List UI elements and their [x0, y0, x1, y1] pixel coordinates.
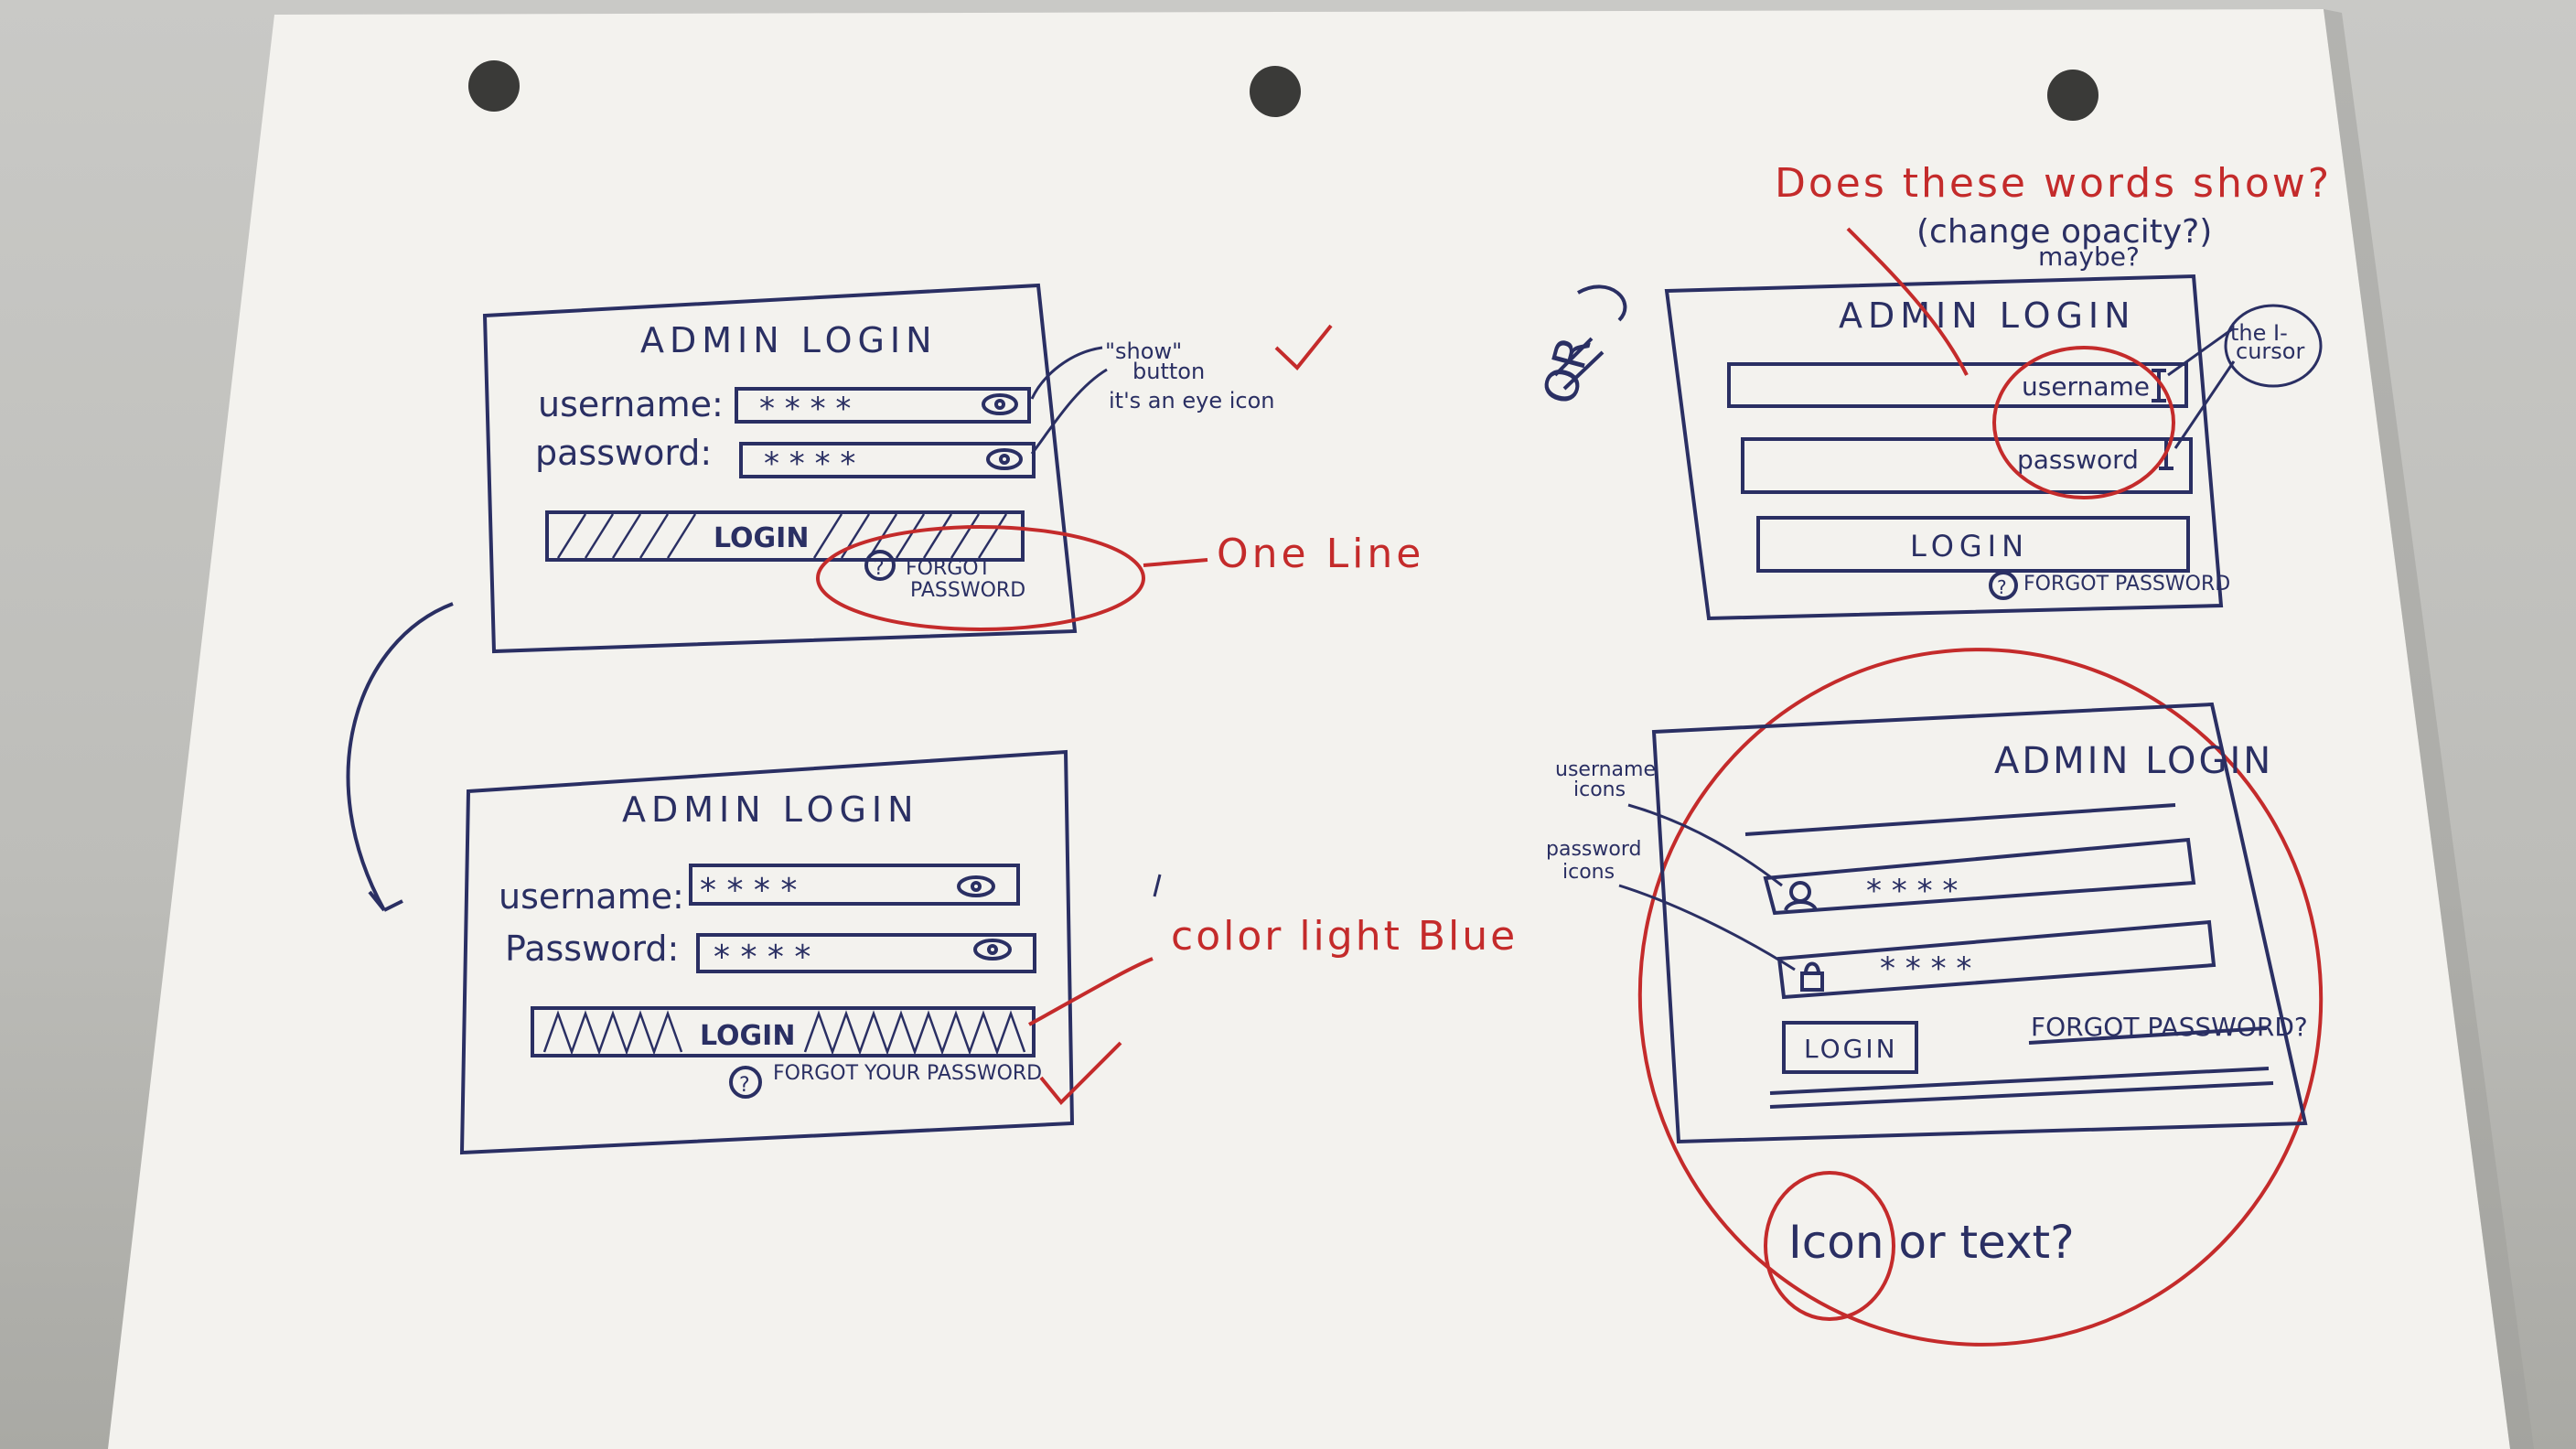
paper-sheet: [108, 9, 2510, 1449]
note-one-line: One Line: [1217, 531, 1424, 577]
password-value: * * * *: [1880, 950, 1971, 987]
password-field-sketch: [1741, 437, 2193, 494]
note-maybe: maybe?: [2038, 242, 2140, 272]
username-value: * * * *: [759, 391, 851, 427]
forgot-underline: [2028, 1026, 2268, 1045]
forgot-line-1: FORGOT: [906, 557, 992, 580]
help-icon: [729, 1066, 762, 1099]
password-value: * * * *: [714, 939, 810, 976]
password-placeholder: password: [2017, 445, 2139, 475]
forgot-label: FORGOT YOUR PASSWORD: [773, 1062, 1042, 1085]
login-label: LOGIN: [700, 1020, 795, 1052]
note-password-icons-1: password: [1546, 838, 1641, 861]
forgot-label: FORGOT PASSWORD: [2023, 573, 2230, 596]
sketch-bottom-right: [1651, 702, 2308, 1144]
note-show-pointers: [1030, 346, 1108, 455]
username-label: username:: [499, 876, 684, 917]
red-pointer-question: [1846, 227, 1969, 376]
checkmark-red: [1039, 1041, 1122, 1105]
note-username-icons-2: icons: [1573, 778, 1626, 801]
username-value: * * * *: [700, 872, 797, 909]
help-icon: [864, 550, 896, 581]
title-bottom-left: ADMIN LOGIN: [622, 789, 919, 830]
lock-icon: [1800, 971, 1824, 992]
red-circle-large: [1637, 648, 2324, 1347]
note-show-3: it's an eye icon: [1109, 388, 1274, 413]
note-color-light-blue: color light Blue: [1171, 913, 1518, 960]
note-cursor-2: cursor: [2236, 338, 2304, 364]
red-connector: [1143, 558, 1208, 567]
eye-icon: [982, 393, 1018, 415]
eye-icon: [986, 448, 1023, 470]
login-button-sketch: [545, 510, 1025, 562]
password-value: * * * *: [764, 445, 855, 482]
login-button-sketch: [531, 1006, 1036, 1057]
note-cursor-1: the I-: [2230, 320, 2288, 346]
frame-top-left: [482, 283, 1078, 654]
username-value: * * * *: [1866, 873, 1958, 909]
note-show-2: button: [1132, 359, 1205, 384]
login-hatching: [542, 1010, 1026, 1056]
cursor-pointers: [2167, 327, 2236, 449]
sketch-top-right: [1664, 274, 2224, 621]
title-top-right: ADMIN LOGIN: [1839, 295, 2136, 336]
punch-hole-center: [1250, 66, 1301, 117]
divider-line-2: [1769, 1081, 2274, 1109]
cursor-note-circle: [2224, 304, 2323, 388]
red-circle-icon: [1764, 1171, 1895, 1321]
frame-bottom-left: [459, 749, 1075, 1155]
forgot-label: FORGOT PASSWORD?: [2031, 1012, 2308, 1042]
punch-hole-left: [468, 60, 520, 112]
or-squiggle: [1553, 284, 1627, 391]
username-field-sketch: [735, 387, 1031, 424]
icon-pointers: [1618, 803, 1796, 971]
password-label: password:: [535, 433, 712, 473]
login-label: LOGIN: [714, 522, 809, 554]
sketch-bottom-left: [459, 749, 1075, 1155]
password-field-sketch: [1776, 919, 2216, 1000]
blue-tick-mark: [1153, 874, 1162, 897]
paper-shadow: [2324, 9, 2534, 1449]
username-field-sketch: [689, 864, 1020, 906]
login-button-sketch: [1756, 516, 2190, 573]
note-icon-or-text: Icon or text?: [1788, 1216, 2075, 1269]
note-show-1: "show": [1105, 338, 1182, 364]
username-field-sketch: [1763, 837, 2196, 916]
eye-icon: [973, 939, 1012, 961]
divider-line-1: [1769, 1067, 2270, 1095]
checkmark-red: [1274, 324, 1333, 370]
note-change-opacity: (change opacity?): [1916, 213, 2212, 251]
username-placeholder: username: [2022, 371, 2150, 402]
title-bottom-right: ADMIN LOGIN: [1994, 740, 2273, 782]
punch-hole-right: [2047, 70, 2098, 121]
login-label: LOGIN: [1804, 1034, 1898, 1064]
frame-top-right: [1664, 274, 2224, 621]
title-top-left: ADMIN LOGIN: [640, 320, 938, 360]
password-field-sketch: [696, 933, 1036, 973]
note-username-icons-1: username: [1555, 758, 1656, 781]
login-button-sketch: [1782, 1021, 1918, 1074]
help-glyph: ?: [874, 557, 885, 580]
username-field-sketch: [1727, 362, 2188, 408]
password-field-sketch: [739, 442, 1036, 478]
username-label: username:: [538, 384, 724, 424]
red-circle-forgot: [816, 525, 1145, 631]
note-words-show: Does these words show?: [1775, 160, 2332, 207]
red-circle-placeholders: [1992, 346, 2175, 499]
eye-icon: [957, 875, 995, 897]
forgot-line-2: PASSWORD: [910, 579, 1025, 602]
help-icon: [1989, 571, 2018, 600]
password-label: Password:: [505, 928, 679, 969]
note-password-icons-2: icons: [1562, 861, 1615, 884]
help-glyph: ?: [739, 1074, 750, 1097]
arrow-down: [346, 602, 454, 912]
underline-title: [1744, 803, 2176, 836]
help-glyph: ?: [1997, 576, 2007, 598]
login-label: LOGIN: [1910, 529, 2029, 564]
frame-bottom-right: [1651, 702, 2308, 1144]
red-pointer-login: [1028, 957, 1154, 1026]
